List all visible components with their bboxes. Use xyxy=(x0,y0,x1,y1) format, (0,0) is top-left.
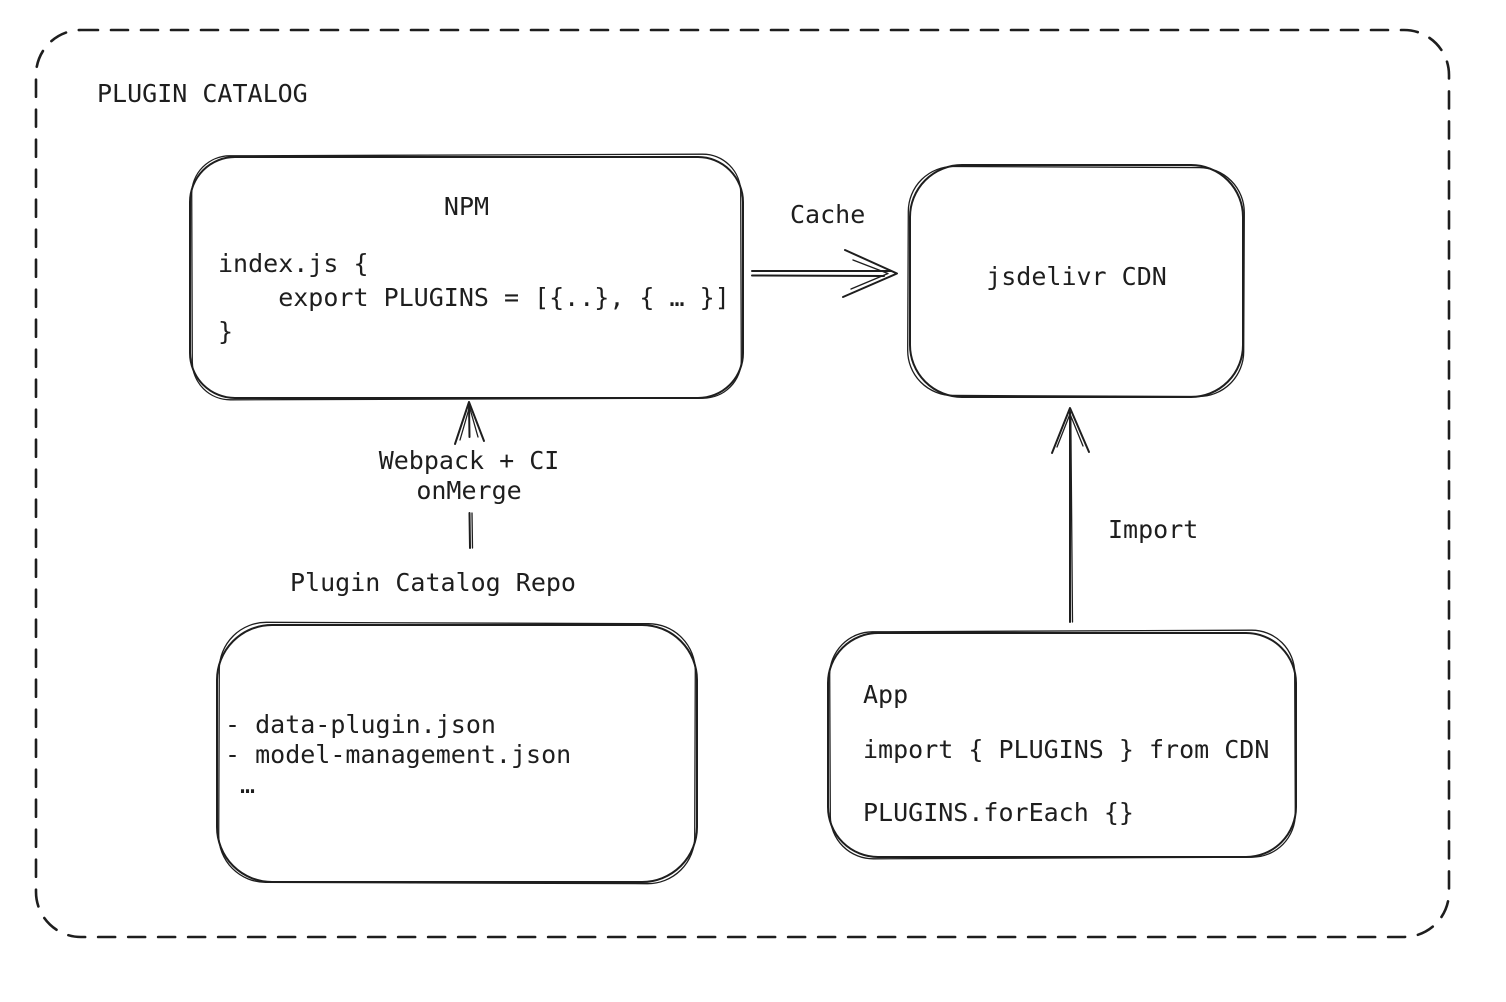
app-box xyxy=(827,629,1297,860)
cache-arrow-label: Cache xyxy=(790,200,866,229)
build-arrow-label: Webpack + CI onMerge xyxy=(378,446,560,505)
cdn-box xyxy=(907,164,1245,398)
cache-arrow xyxy=(751,249,898,298)
app-code-foreach: PLUGINS.forEach {} xyxy=(863,798,1134,827)
app-box-label: App xyxy=(863,680,909,709)
cdn-box-label: jsdelivr CDN xyxy=(986,262,1167,291)
repo-box-title: Plugin Catalog Repo xyxy=(290,568,576,597)
import-arrow-label: Import xyxy=(1108,515,1199,544)
npm-box-label: NPM xyxy=(443,192,490,221)
build-arrow xyxy=(454,401,485,549)
npm-code-text: index.js { export PLUGINS = [{..}, { … }… xyxy=(218,249,730,346)
repo-files-list: - data-plugin.json - model-management.js… xyxy=(225,710,572,799)
npm-box xyxy=(189,153,744,401)
app-code-import: import { PLUGINS } from CDN xyxy=(863,735,1270,764)
diagram-title: PLUGIN CATALOG xyxy=(97,79,308,108)
outer-dashed-border xyxy=(34,28,1451,939)
repo-box xyxy=(216,621,698,885)
import-arrow xyxy=(1051,407,1090,623)
